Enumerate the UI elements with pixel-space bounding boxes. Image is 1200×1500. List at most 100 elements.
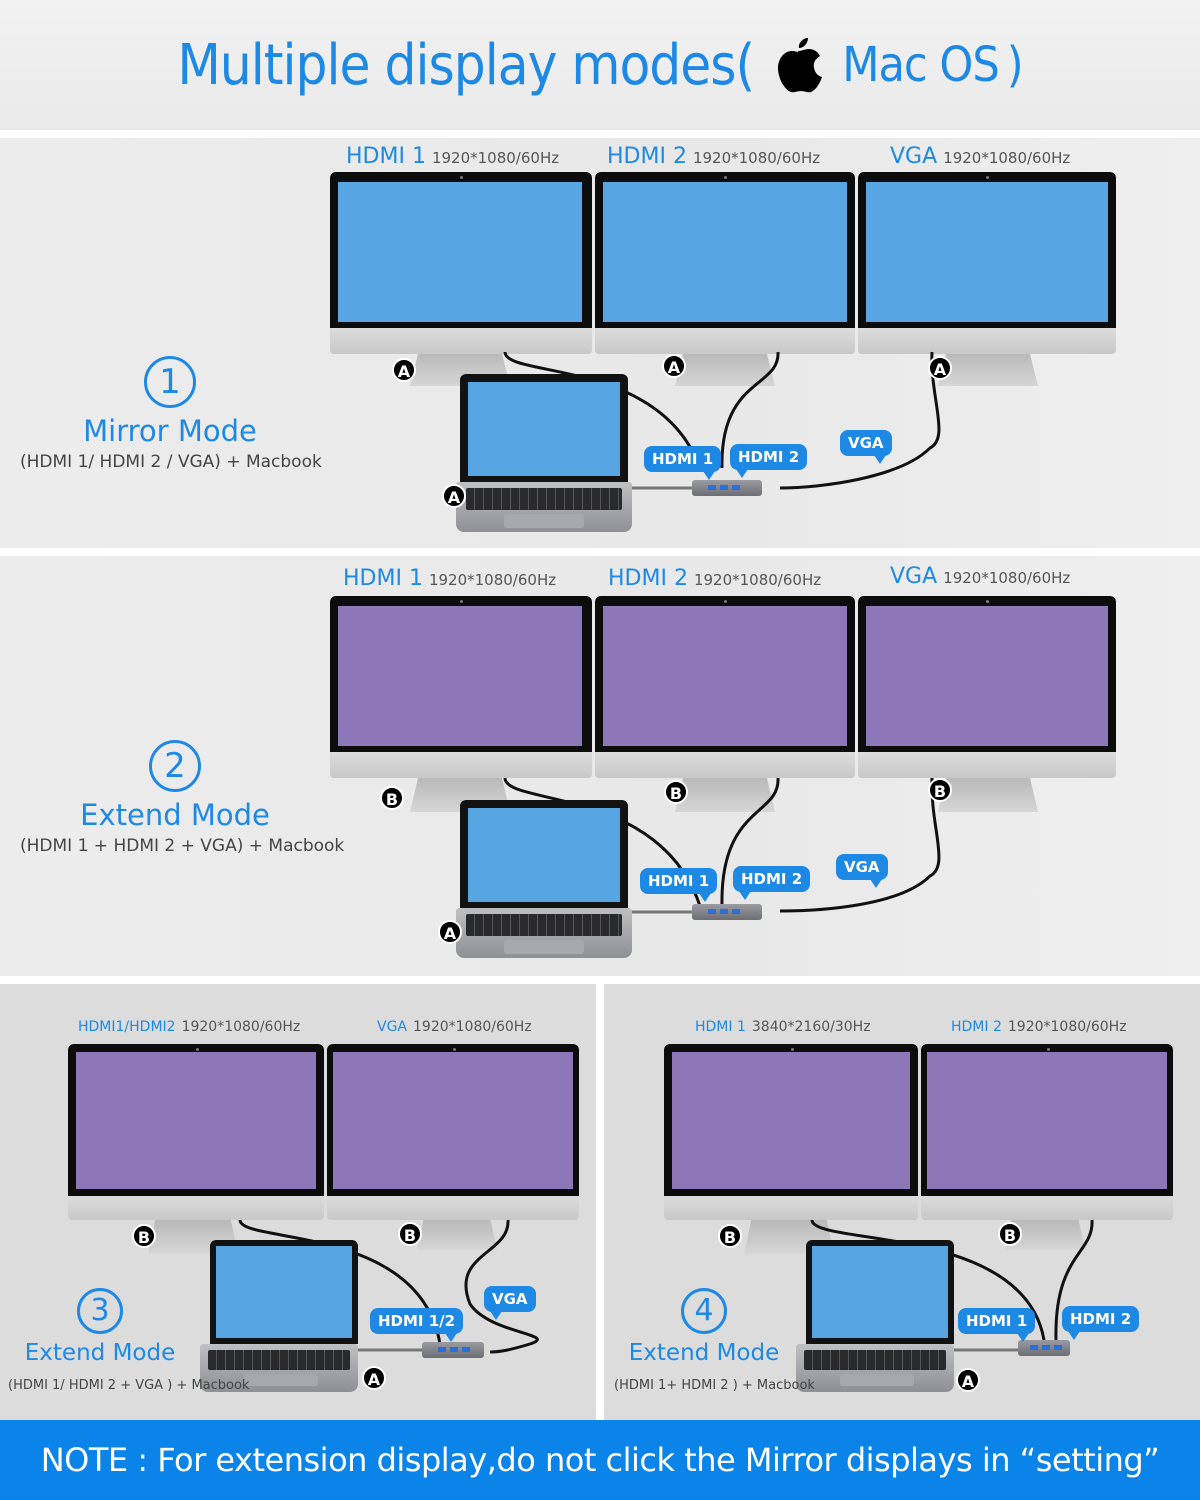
monitor-screen — [603, 182, 847, 322]
mode-name: Extend Mode — [80, 798, 270, 832]
bubble-vga: VGA — [840, 430, 892, 464]
bubble-hdmi2: HDMI 2 — [730, 444, 808, 478]
close-paren: ) — [1006, 37, 1024, 93]
monitor-label: VGA 1920*1080/60Hz — [377, 1016, 532, 1035]
badge-a-icon: A — [438, 920, 462, 944]
resolution: 3840*2160/30Hz — [751, 1019, 871, 1035]
page-title: Multiple display modes( Mac OS ) — [177, 32, 1024, 98]
badge-a-icon: A — [956, 1368, 980, 1392]
title-text: Multiple display modes( — [177, 32, 755, 98]
badge-b-icon: B — [928, 778, 952, 802]
os-label: Mac OS — [842, 37, 1000, 93]
port-name: VGA — [377, 1019, 408, 1035]
monitor-screen — [866, 606, 1108, 746]
monitor-vga — [858, 596, 1116, 846]
port-name: VGA — [890, 144, 938, 169]
laptop-screen — [216, 1246, 352, 1338]
bubble-hdmi12: HDMI 1/2 — [370, 1308, 464, 1342]
page-header: Multiple display modes( Mac OS ) — [0, 0, 1200, 130]
mode-number-badge: 3 — [77, 1288, 123, 1334]
monitor-label: VGA 1920*1080/60Hz — [890, 144, 1070, 169]
port-name: HDMI1/HDMI2 — [78, 1019, 176, 1035]
port-name: HDMI 1 — [343, 566, 423, 591]
bubble-vga: VGA — [484, 1286, 536, 1320]
badge-b-icon: B — [398, 1222, 422, 1246]
footer-note: NOTE : For extension display,do not clic… — [40, 1441, 1160, 1479]
monitor-hdmi1 — [664, 1044, 918, 1294]
panel-mirror-mode: 1 Mirror Mode (HDMI 1/ HDMI 2 / VGA) + M… — [0, 138, 1200, 548]
laptop-screen — [468, 382, 620, 476]
bubble-hdmi1: HDMI 1 — [640, 868, 718, 902]
monitor-vga — [858, 172, 1116, 422]
mode-description: (HDMI 1/ HDMI 2 + VGA ) + Macbook — [8, 1378, 250, 1393]
monitor-label: HDMI 1 3840*2160/30Hz — [695, 1016, 871, 1035]
usb-hub — [692, 904, 762, 920]
apple-logo-icon — [772, 34, 824, 96]
laptop-screen — [468, 808, 620, 902]
badge-b-icon: B — [718, 1224, 742, 1248]
monitor-hdmi2 — [595, 172, 855, 422]
monitor-screen — [672, 1052, 910, 1189]
monitor-label: HDMI 2 1920*1080/60Hz — [608, 566, 821, 591]
badge-b-icon: B — [998, 1222, 1022, 1246]
badge-b-icon: B — [380, 786, 404, 810]
resolution: 1920*1080/60Hz — [692, 149, 821, 167]
monitor-label: HDMI 2 1920*1080/60Hz — [607, 144, 820, 169]
mode-number-badge: 1 — [144, 356, 196, 408]
bubble-hdmi1: HDMI 1 — [958, 1308, 1036, 1342]
footer-note-bar: NOTE : For extension display,do not clic… — [0, 1420, 1200, 1500]
monitor-screen — [338, 182, 582, 322]
port-name: HDMI 1 — [695, 1019, 746, 1035]
mode-number-badge: 2 — [149, 740, 201, 792]
mode-caption: 4 Extend Mode — [604, 1288, 804, 1366]
badge-b-icon: B — [664, 780, 688, 804]
resolution: 1920*1080/60Hz — [693, 571, 822, 589]
bubble-hdmi2: HDMI 2 — [733, 866, 811, 900]
monitor-screen — [333, 1052, 573, 1189]
resolution: 1920*1080/60Hz — [413, 1019, 532, 1035]
bubble-hdmi2: HDMI 2 — [1062, 1306, 1140, 1340]
port-name: HDMI 2 — [607, 144, 687, 169]
monitor-screen — [76, 1052, 316, 1189]
monitor-screen — [603, 606, 847, 746]
mode-description: (HDMI 1+ HDMI 2 ) + Macbook — [614, 1378, 815, 1393]
usb-hub — [692, 480, 762, 496]
port-name: HDMI 2 — [951, 1019, 1002, 1035]
monitor-hdmi2 — [921, 1044, 1173, 1294]
monitor-label: HDMI1/HDMI2 1920*1080/60Hz — [78, 1016, 300, 1035]
mode-name: Mirror Mode — [83, 414, 257, 448]
mode-caption: 3 Extend Mode — [0, 1288, 200, 1366]
panel-extend-mode-dual-hdmi: HDMI 1 3840*2160/30Hz HDMI 2 1920*1080/60H… — [604, 984, 1200, 1420]
badge-b-icon: B — [132, 1224, 156, 1248]
monitor-screen — [927, 1052, 1167, 1189]
monitor-hdmi1 — [330, 596, 592, 846]
panel-extend-mode-three: 2 Extend Mode (HDMI 1 + HDMI 2 + VGA) + … — [0, 556, 1200, 976]
monitor-vga — [327, 1044, 579, 1294]
badge-a-icon: A — [362, 1366, 386, 1390]
monitor-screen — [866, 182, 1108, 322]
mode-caption: 2 Extend Mode (HDMI 1 + HDMI 2 + VGA) + … — [20, 740, 345, 856]
mode-description: (HDMI 1 + HDMI 2 + VGA) + Macbook — [20, 836, 345, 856]
monitor-screen — [338, 606, 582, 746]
bubble-vga: VGA — [836, 854, 888, 888]
usb-hub — [422, 1342, 484, 1358]
usb-hub — [1018, 1340, 1070, 1356]
port-name: VGA — [890, 564, 938, 589]
bubble-hdmi1: HDMI 1 — [644, 446, 722, 480]
resolution: 1920*1080/60Hz — [181, 1019, 301, 1035]
mode-name: Extend Mode — [24, 1340, 176, 1366]
resolution: 1920*1080/60Hz — [943, 149, 1071, 167]
mode-number-badge: 4 — [681, 1288, 727, 1334]
mode-name: Extend Mode — [628, 1340, 780, 1366]
badge-a-icon: A — [392, 358, 416, 382]
port-name: HDMI 2 — [608, 566, 688, 591]
monitor-label: VGA 1920*1080/60Hz — [890, 564, 1070, 589]
panel-extend-mode-hdmi-vga: HDMI1/HDMI2 1920*1080/60Hz VGA 1920*1080/6… — [0, 984, 596, 1420]
port-name: HDMI 1 — [346, 144, 426, 169]
mode-caption: 1 Mirror Mode (HDMI 1/ HDMI 2 / VGA) + M… — [20, 356, 322, 472]
resolution: 1920*1080/60Hz — [943, 569, 1071, 587]
resolution: 1920*1080/60Hz — [1007, 1019, 1127, 1035]
badge-a-icon: A — [928, 356, 952, 380]
